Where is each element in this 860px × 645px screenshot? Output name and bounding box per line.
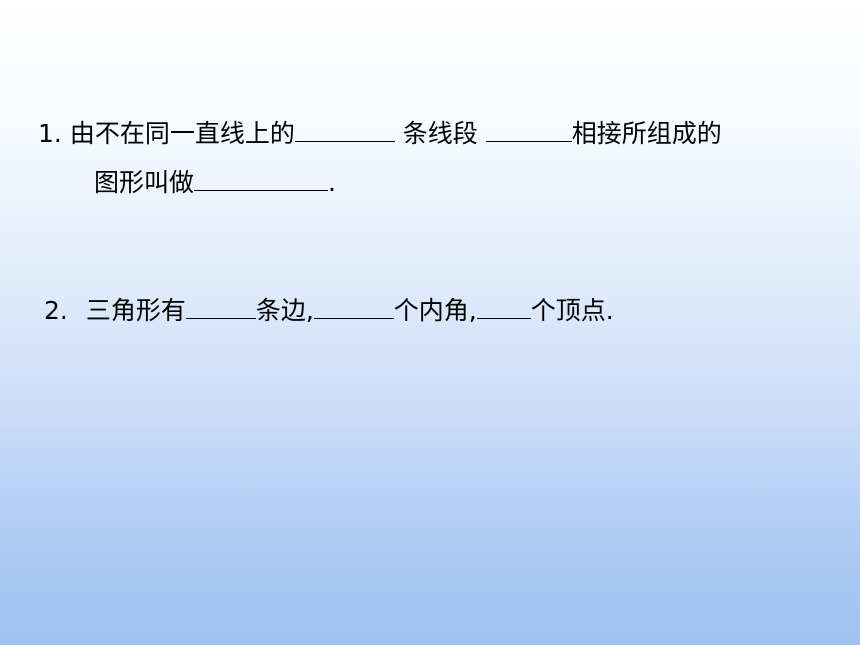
question-1-text-a: 由不在同一直线上的 — [69, 119, 295, 148]
question-1-text-c: 相接所组成的 — [571, 119, 722, 148]
question-2-line: 2. 三角形有 条边, 个内角, 个顶点. — [44, 294, 614, 328]
question-2-text-d: 个顶点. — [530, 296, 614, 325]
question-1-text-b: 条线段 — [394, 119, 486, 148]
question-2-text-a: 三角形有 — [85, 296, 186, 325]
question-1-number: 1. — [38, 119, 62, 148]
question-1-line-1: 1. 由不在同一直线上的 条线段 相接所组成的 — [38, 117, 722, 151]
question-2-text-b: 条边, — [255, 296, 314, 325]
question-2-number: 2. — [44, 296, 68, 325]
blank-1-3[interactable] — [194, 168, 329, 191]
blank-2-3[interactable] — [476, 296, 531, 319]
question-1-line-2: 图形叫做. — [94, 166, 336, 200]
question-2-text-c: 个内角, — [393, 296, 477, 325]
blank-2-1[interactable] — [185, 296, 256, 319]
blank-1-1[interactable] — [294, 119, 395, 142]
question-1-text-e: . — [328, 168, 336, 197]
blank-2-2[interactable] — [313, 296, 394, 319]
question-1-text-d: 图形叫做 — [94, 168, 195, 197]
blank-1-2[interactable] — [485, 119, 572, 142]
